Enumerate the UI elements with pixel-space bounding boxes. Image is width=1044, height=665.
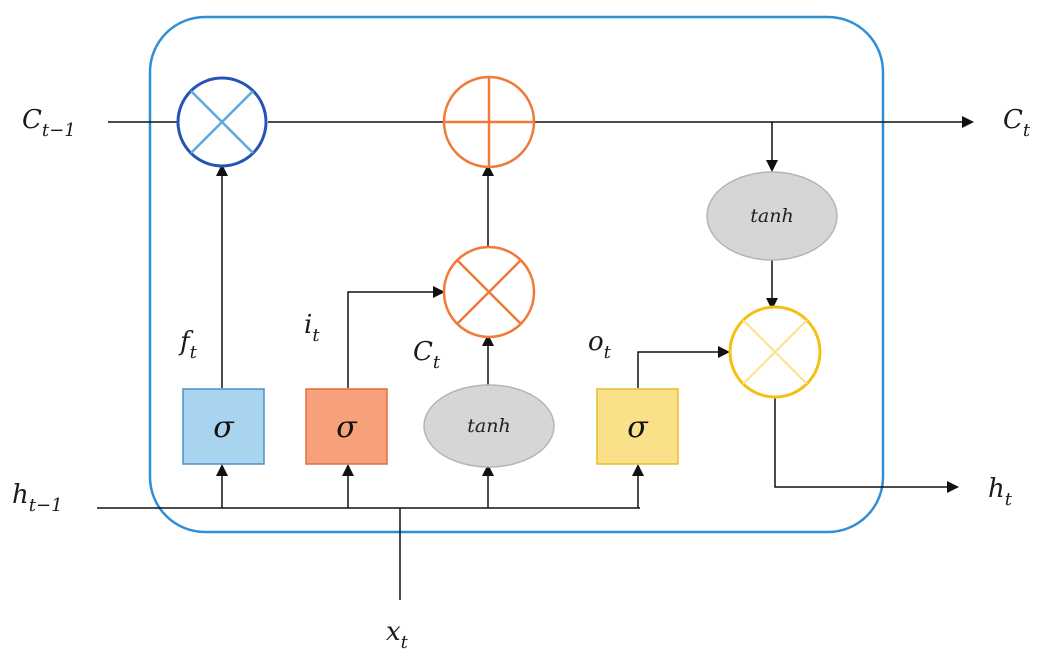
add-icon (442, 75, 536, 169)
forget-label: ft (178, 327, 198, 363)
output-label: ot (588, 327, 612, 363)
forget-gate-box (182, 388, 265, 465)
cell-boundary (148, 15, 885, 534)
multiply-icon (728, 305, 822, 399)
output-gate-sigma: σ (627, 410, 649, 445)
multiply-icon (442, 245, 536, 339)
h-prev-label: ht−1 (12, 480, 63, 516)
input-gate-sigma: σ (336, 410, 358, 445)
cell-tanh-label: tanh (750, 205, 793, 227)
input-gate-box (305, 388, 388, 465)
candidate-tanh-label: tanh (467, 415, 510, 437)
forget-gate-sigma: σ (213, 410, 235, 445)
input-label: it (304, 310, 320, 346)
multiply-icon (176, 76, 268, 168)
h-out-label: ht (988, 474, 1013, 510)
cell-tanh-ellipse (706, 171, 838, 261)
output-to-mult (637, 346, 730, 388)
input-to-mult (347, 286, 445, 388)
candidate-label: Ct (413, 337, 441, 373)
output-mult-to-h (774, 396, 959, 493)
candidate-tanh-ellipse (423, 384, 555, 468)
c-prev-label: Ct−1 (22, 105, 76, 141)
c-out-label: Ct (1003, 105, 1031, 141)
output-gate-box (596, 388, 679, 465)
x-in-label: xt (386, 617, 409, 653)
